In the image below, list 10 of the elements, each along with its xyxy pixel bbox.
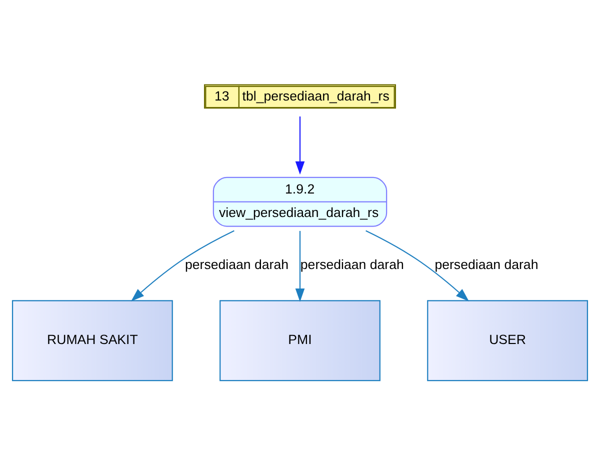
- edge-label: persediaan darah: [300, 257, 404, 272]
- node-box: PMI: [220, 300, 380, 382]
- arrow: [295, 116, 305, 175]
- edge-label: persediaan darah: [434, 257, 538, 272]
- node-box: USER: [427, 300, 588, 382]
- arrow: [366, 230, 470, 302]
- arrow: [130, 230, 234, 302]
- edge-label: persediaan darah: [184, 257, 288, 272]
- node-box: RUMAH SAKIT: [12, 300, 173, 382]
- arrow: [295, 230, 305, 302]
